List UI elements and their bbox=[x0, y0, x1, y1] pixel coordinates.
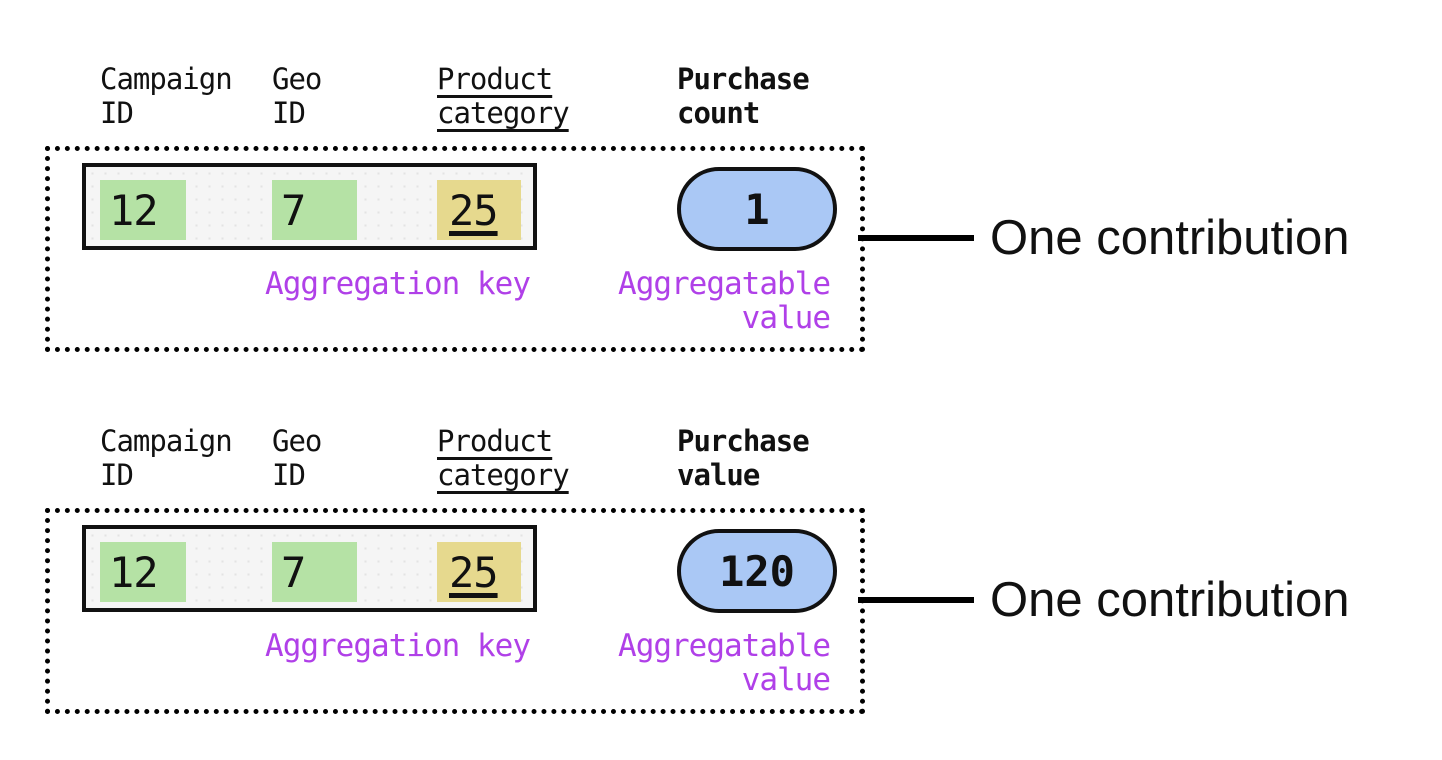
cell-campaign-id: 12 bbox=[100, 180, 186, 240]
aggregatable-value-pill: 120 bbox=[677, 529, 837, 613]
column-header-campaign-id: Campaign ID bbox=[100, 62, 233, 130]
record-row: 12 7 25 bbox=[82, 525, 537, 612]
column-header-campaign-id: Campaign ID bbox=[100, 424, 233, 492]
column-header-geo-id: Geo ID bbox=[272, 62, 322, 130]
connector-line bbox=[858, 235, 974, 241]
column-header-purchase-value: Purchase value bbox=[677, 424, 810, 492]
cell-geo-id: 7 bbox=[272, 180, 357, 240]
aggregation-key-label: Aggregation key bbox=[265, 266, 531, 302]
aggregatable-value-label: Aggregatable value bbox=[618, 266, 831, 336]
one-contribution-label: One contribution bbox=[990, 573, 1350, 627]
connector-line bbox=[858, 597, 974, 603]
cell-product-category: 25 bbox=[437, 180, 521, 240]
record-row: 12 7 25 bbox=[82, 163, 537, 250]
column-header-purchase-count: Purchase count bbox=[677, 62, 810, 130]
cell-geo-id: 7 bbox=[272, 542, 357, 602]
contribution-block-purchase-value: Campaign ID Geo ID Product category Purc… bbox=[0, 422, 1442, 760]
column-header-geo-id: Geo ID bbox=[272, 424, 322, 492]
cell-product-category: 25 bbox=[437, 542, 521, 602]
contribution-boundary bbox=[45, 146, 865, 352]
aggregatable-value-label: Aggregatable value bbox=[618, 628, 831, 698]
aggregation-key-label: Aggregation key bbox=[265, 628, 531, 664]
contribution-block-purchase-count: Campaign ID Geo ID Product category Purc… bbox=[0, 60, 1442, 440]
cell-campaign-id: 12 bbox=[100, 542, 186, 602]
column-header-product-category: Product category bbox=[437, 62, 570, 130]
aggregatable-value-pill: 1 bbox=[677, 167, 837, 251]
column-header-product-category: Product category bbox=[437, 424, 570, 492]
contribution-boundary bbox=[45, 508, 865, 714]
one-contribution-label: One contribution bbox=[990, 211, 1350, 265]
